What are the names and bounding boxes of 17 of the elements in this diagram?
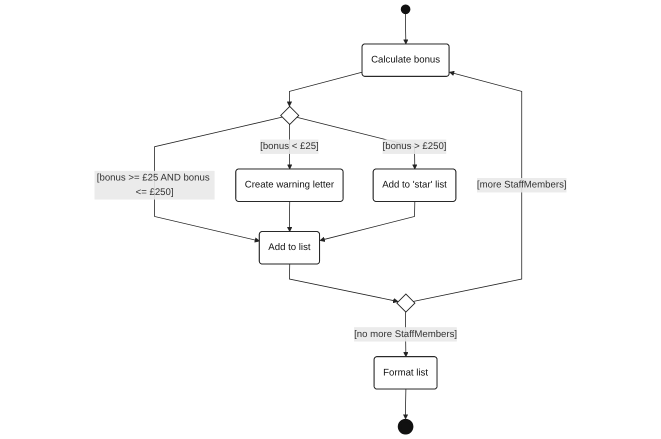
edge-label: [more StaffMembers] xyxy=(476,180,567,190)
edge-label: [bonus < £25] xyxy=(260,141,319,152)
arrow xyxy=(403,13,408,44)
arrow xyxy=(289,264,398,304)
node-diamond xyxy=(396,293,416,313)
arrow xyxy=(402,389,408,420)
edge-label: [bonus > £250] xyxy=(382,141,446,152)
edge-label: [no more StaffMembers] xyxy=(354,328,458,340)
edge-label: [bonus >= £25 AND bonus <= £250] xyxy=(96,172,210,198)
arrow xyxy=(320,201,416,242)
node-bullseye xyxy=(398,418,414,434)
arrow xyxy=(287,201,292,232)
node-circle xyxy=(400,4,410,14)
arrow xyxy=(412,70,522,302)
arrow xyxy=(154,116,282,243)
arrow xyxy=(286,72,363,107)
node-diamond xyxy=(280,106,300,126)
